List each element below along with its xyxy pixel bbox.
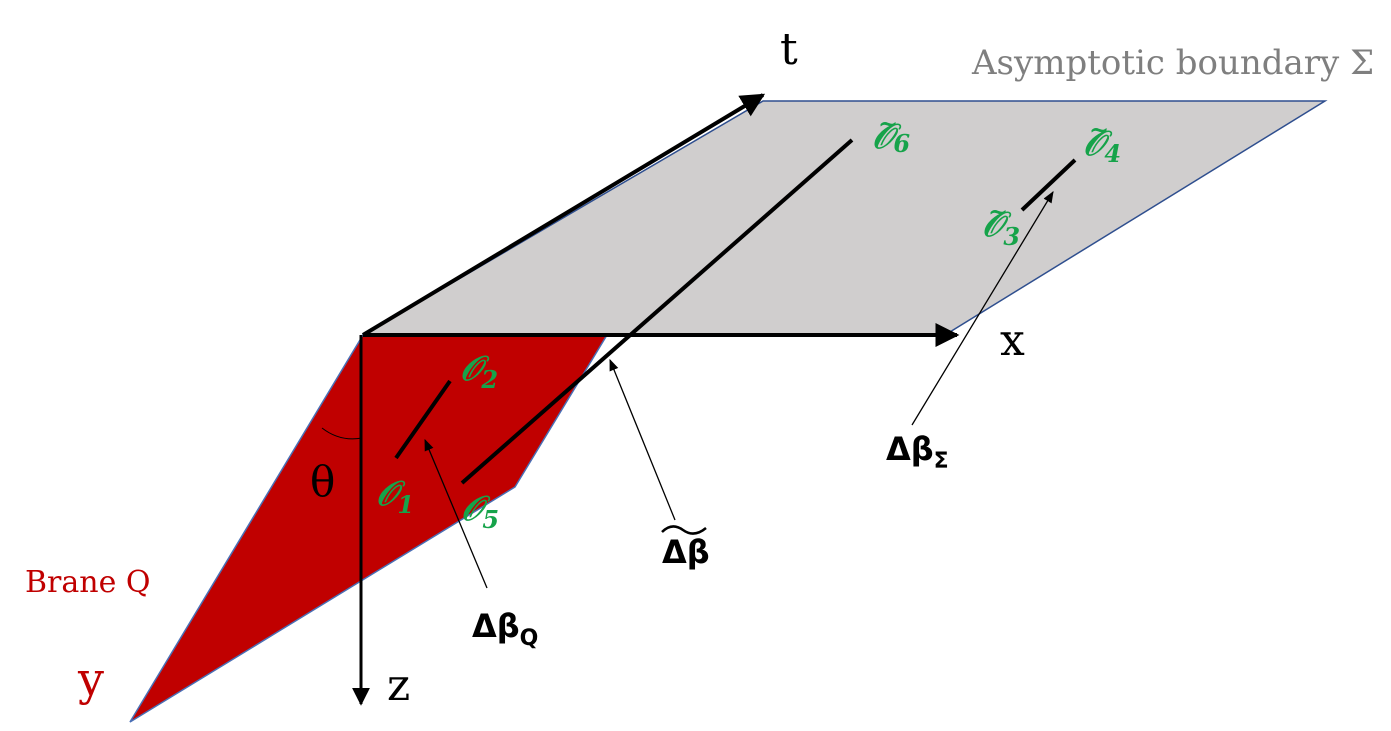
operator-o4-index: 4: [1104, 139, 1121, 168]
operator-o6-index: 6: [893, 129, 910, 158]
svg-text:ΔβΣ: ΔβΣ: [886, 430, 949, 474]
angle-theta-label: θ: [310, 457, 335, 506]
operator-o6-tilde: ~: [878, 109, 898, 138]
pointer-delta-beta-q: [424, 438, 488, 589]
segment-o5-o6: [460, 138, 854, 485]
brane-plane: [129, 334, 609, 723]
pointer-delta-beta-sigma: [911, 190, 1054, 426]
delta-beta-sigma-sub: Σ: [934, 449, 949, 474]
delta-beta-sigma-main: Δβ: [886, 430, 934, 468]
operator-o3: ~ 𝒪3: [982, 197, 1020, 251]
operator-o3-tilde: ~: [988, 197, 1008, 226]
operator-o2: 𝒪2: [460, 349, 498, 394]
operator-o5-index: 5: [482, 505, 499, 534]
operator-o1-index: 1: [397, 490, 414, 519]
svg-text:ΔβQ: ΔβQ: [472, 607, 538, 651]
brane-label: Brane Q: [25, 565, 150, 600]
delta-beta-tilde-main: Δβ: [662, 533, 710, 571]
operator-o6: ~ 𝒪6: [872, 109, 910, 158]
delta-beta-q-sub: Q: [520, 626, 539, 651]
x-axis-label: x: [1000, 315, 1025, 366]
operator-o4-tilde: ~: [1089, 115, 1109, 144]
delta-beta-q-label: ΔβQ: [472, 607, 538, 651]
segment-o3-o4: [1020, 158, 1077, 212]
t-axis-label: t: [780, 24, 798, 75]
z-axis-label: z: [387, 660, 410, 711]
operator-o2-index: 2: [480, 365, 498, 394]
operator-o4: ~ 𝒪4: [1083, 115, 1121, 168]
svg-text:𝒪2: 𝒪2: [460, 349, 498, 394]
boundary-plane: [360, 100, 1328, 336]
delta-beta-tilde-mark: [661, 525, 707, 535]
operator-o3-index: 3: [1003, 222, 1020, 251]
segment-o1-o2: [394, 379, 452, 460]
y-axis-label: y: [77, 652, 104, 706]
delta-beta-tilde-label: Δβ: [661, 525, 710, 571]
t-axis: [361, 93, 766, 337]
boundary-label: Asymptotic boundary Σ: [971, 43, 1374, 83]
delta-beta-q-main: Δβ: [472, 607, 520, 645]
delta-beta-sigma-label: ΔβΣ: [886, 430, 949, 474]
angle-arc: [321, 427, 363, 440]
pointer-delta-beta-tilde: [609, 358, 676, 521]
